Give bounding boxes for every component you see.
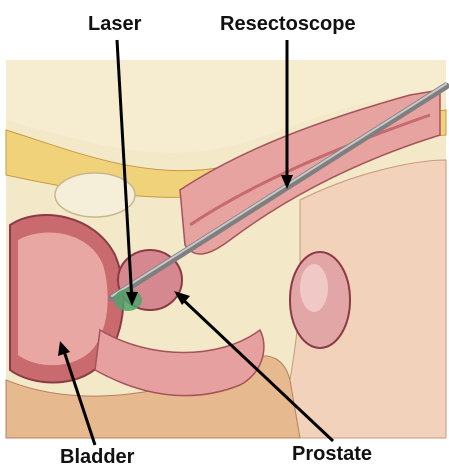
label-prostate: Prostate	[292, 444, 372, 464]
label-bladder: Bladder	[60, 447, 134, 467]
pubic-bone	[55, 173, 135, 217]
testis-highlight	[300, 264, 328, 312]
label-resectoscope: Resectoscope	[220, 14, 356, 34]
label-laser: Laser	[88, 14, 141, 34]
